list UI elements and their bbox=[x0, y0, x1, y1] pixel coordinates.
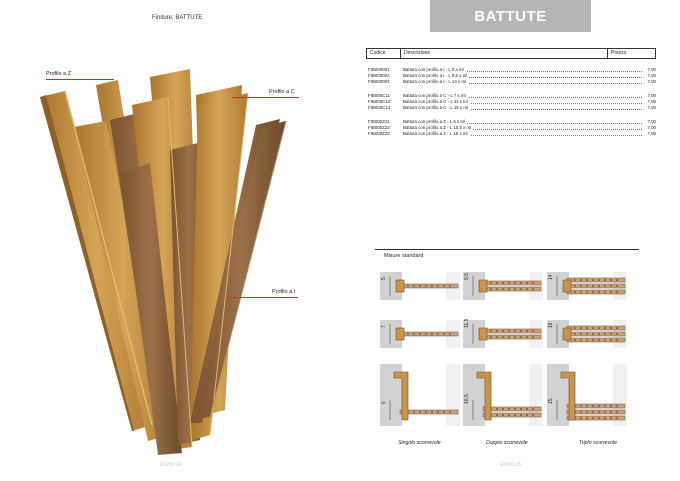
profile-section-diagram: 11,5 bbox=[463, 318, 543, 348]
cell-price: 7,00 bbox=[647, 131, 656, 136]
label-profilo-c: Profilo a C bbox=[269, 89, 295, 95]
cell-price: 7,00 bbox=[647, 99, 656, 104]
profile-section-diagram: 10,5 bbox=[463, 364, 543, 426]
profile-section-diagram: 15 bbox=[547, 364, 627, 426]
table-row: FIB000Z22 Battuta con profilo a Z - L 10,… bbox=[366, 125, 656, 131]
cell-code: FIB000002 bbox=[368, 73, 390, 78]
header-price: Prezzo bbox=[611, 50, 627, 56]
profile-section-diagram: 16 bbox=[547, 320, 627, 348]
table-row: FIB000001 Battuta con profilo a I - L 5 x… bbox=[366, 67, 656, 73]
table-row: FIB000C12 Battuta con profilo a C - L 11 … bbox=[366, 99, 656, 105]
leader-line-c bbox=[232, 97, 299, 98]
page-number-right: ELVIO 15 bbox=[500, 462, 522, 468]
table-row: FIB000Z23 Battuta con profilo a Z - L 15 … bbox=[366, 131, 656, 137]
wood-planks-illustration bbox=[40, 69, 287, 455]
cell-code: FIB000Z22 bbox=[368, 125, 390, 130]
page-number-left: ELVIO 14 bbox=[160, 462, 182, 468]
cell-price: 7,00 bbox=[647, 79, 656, 84]
caption-triplo: Triplo scorrevole bbox=[579, 440, 617, 446]
dimension-label: 15 bbox=[548, 398, 554, 404]
cell-description: Battuta con profilo a C - L 7 x ml bbox=[403, 93, 642, 99]
section-title: BATTUTE bbox=[430, 0, 591, 32]
table-header: Codice Descrizione Prezzo bbox=[366, 48, 656, 59]
table-group: FIB000Z21 Battuta con profilo a Z - L 6 x… bbox=[366, 119, 656, 137]
dimension-label: 6 bbox=[381, 401, 387, 404]
header-description: Descrizione bbox=[401, 49, 608, 58]
cell-price: 7,00 bbox=[647, 67, 656, 72]
dimension-label: 10,5 bbox=[464, 394, 470, 404]
cell-code: FIB000Z23 bbox=[368, 131, 390, 136]
dimension-label: 5 bbox=[381, 277, 387, 280]
cell-code: FIB000C13 bbox=[368, 105, 391, 110]
table-row: FIB000Z21 Battuta con profilo a Z - L 6 x… bbox=[366, 119, 656, 125]
cell-description: Battuta con profilo a C - L 16 x ml bbox=[403, 105, 642, 111]
cell-code: FIB000003 bbox=[368, 79, 390, 84]
cell-price: 7,00 bbox=[647, 73, 656, 78]
dimension-label: 14 bbox=[548, 274, 554, 280]
misure-title: Misure standard bbox=[384, 253, 424, 259]
table-group: FIB000001 Battuta con profilo a I - L 5 x… bbox=[366, 67, 656, 85]
cell-code: FIB000C11 bbox=[368, 93, 390, 98]
cell-description: Battuta con profilo a C - L 11 x ml bbox=[403, 99, 642, 105]
leader-line-z bbox=[46, 79, 114, 80]
profile-section-diagram: 6 bbox=[380, 364, 460, 426]
label-profilo-z: Profilo a Z bbox=[46, 71, 72, 77]
cell-price: 7,00 bbox=[647, 125, 656, 130]
header-code: Codice bbox=[367, 49, 401, 58]
cell-price: 7,00 bbox=[647, 105, 656, 110]
leader-line-i bbox=[228, 297, 298, 298]
cell-description: Battuta con profilo a Z - L 6 x ml bbox=[403, 119, 642, 125]
cell-description: Battuta con profilo a Z - L 10,5 x ml bbox=[403, 125, 642, 131]
cell-price: 7,00 bbox=[647, 119, 656, 124]
cell-price: 7,00 bbox=[647, 93, 656, 98]
table-row: FIB000003 Battuta con profilo a I - L 14 … bbox=[366, 79, 656, 85]
profile-section-diagram: 9,5 bbox=[463, 272, 543, 300]
profile-section-diagram: 14 bbox=[547, 272, 627, 300]
caption-doppio: Doppio scorrevole bbox=[486, 440, 528, 446]
cell-description: Battuta con profilo a I - L 5 x ml bbox=[403, 67, 642, 73]
cell-code: FIB000C12 bbox=[368, 99, 391, 104]
table-row: FIB000C13 Battuta con profilo a C - L 16 … bbox=[366, 105, 656, 111]
table-group: FIB000C11 Battuta con profilo a C - L 7 x… bbox=[366, 93, 656, 111]
cell-description: Battuta con profilo a I - L 14 x ml bbox=[403, 79, 642, 85]
dimension-label: 9,5 bbox=[464, 273, 470, 280]
cell-description: Battuta con profilo a Z - L 15 x ml bbox=[403, 131, 642, 137]
cell-code: FIB000001 bbox=[368, 67, 390, 72]
caption-singolo: Singolo scorrevole bbox=[398, 440, 441, 446]
cell-code: FIB000Z21 bbox=[368, 119, 390, 124]
profile-section-diagram: 5 bbox=[380, 272, 460, 300]
cell-description: Battuta con profilo a I - L 9,5 x ml bbox=[403, 73, 642, 79]
label-profilo-i: Profilo a I bbox=[272, 289, 296, 295]
finiture-label: Finiture: BATTUTE bbox=[152, 15, 203, 21]
misure-divider bbox=[375, 249, 639, 250]
table-row: FIB000002 Battuta con profilo a I - L 9,5… bbox=[366, 73, 656, 79]
dimension-label: 11,5 bbox=[464, 318, 470, 328]
dimension-label: 16 bbox=[548, 322, 554, 328]
profile-section-diagram: 7 bbox=[380, 320, 460, 348]
dimension-label: 7 bbox=[381, 325, 387, 328]
table-row: FIB000C11 Battuta con profilo a C - L 7 x… bbox=[366, 93, 656, 99]
